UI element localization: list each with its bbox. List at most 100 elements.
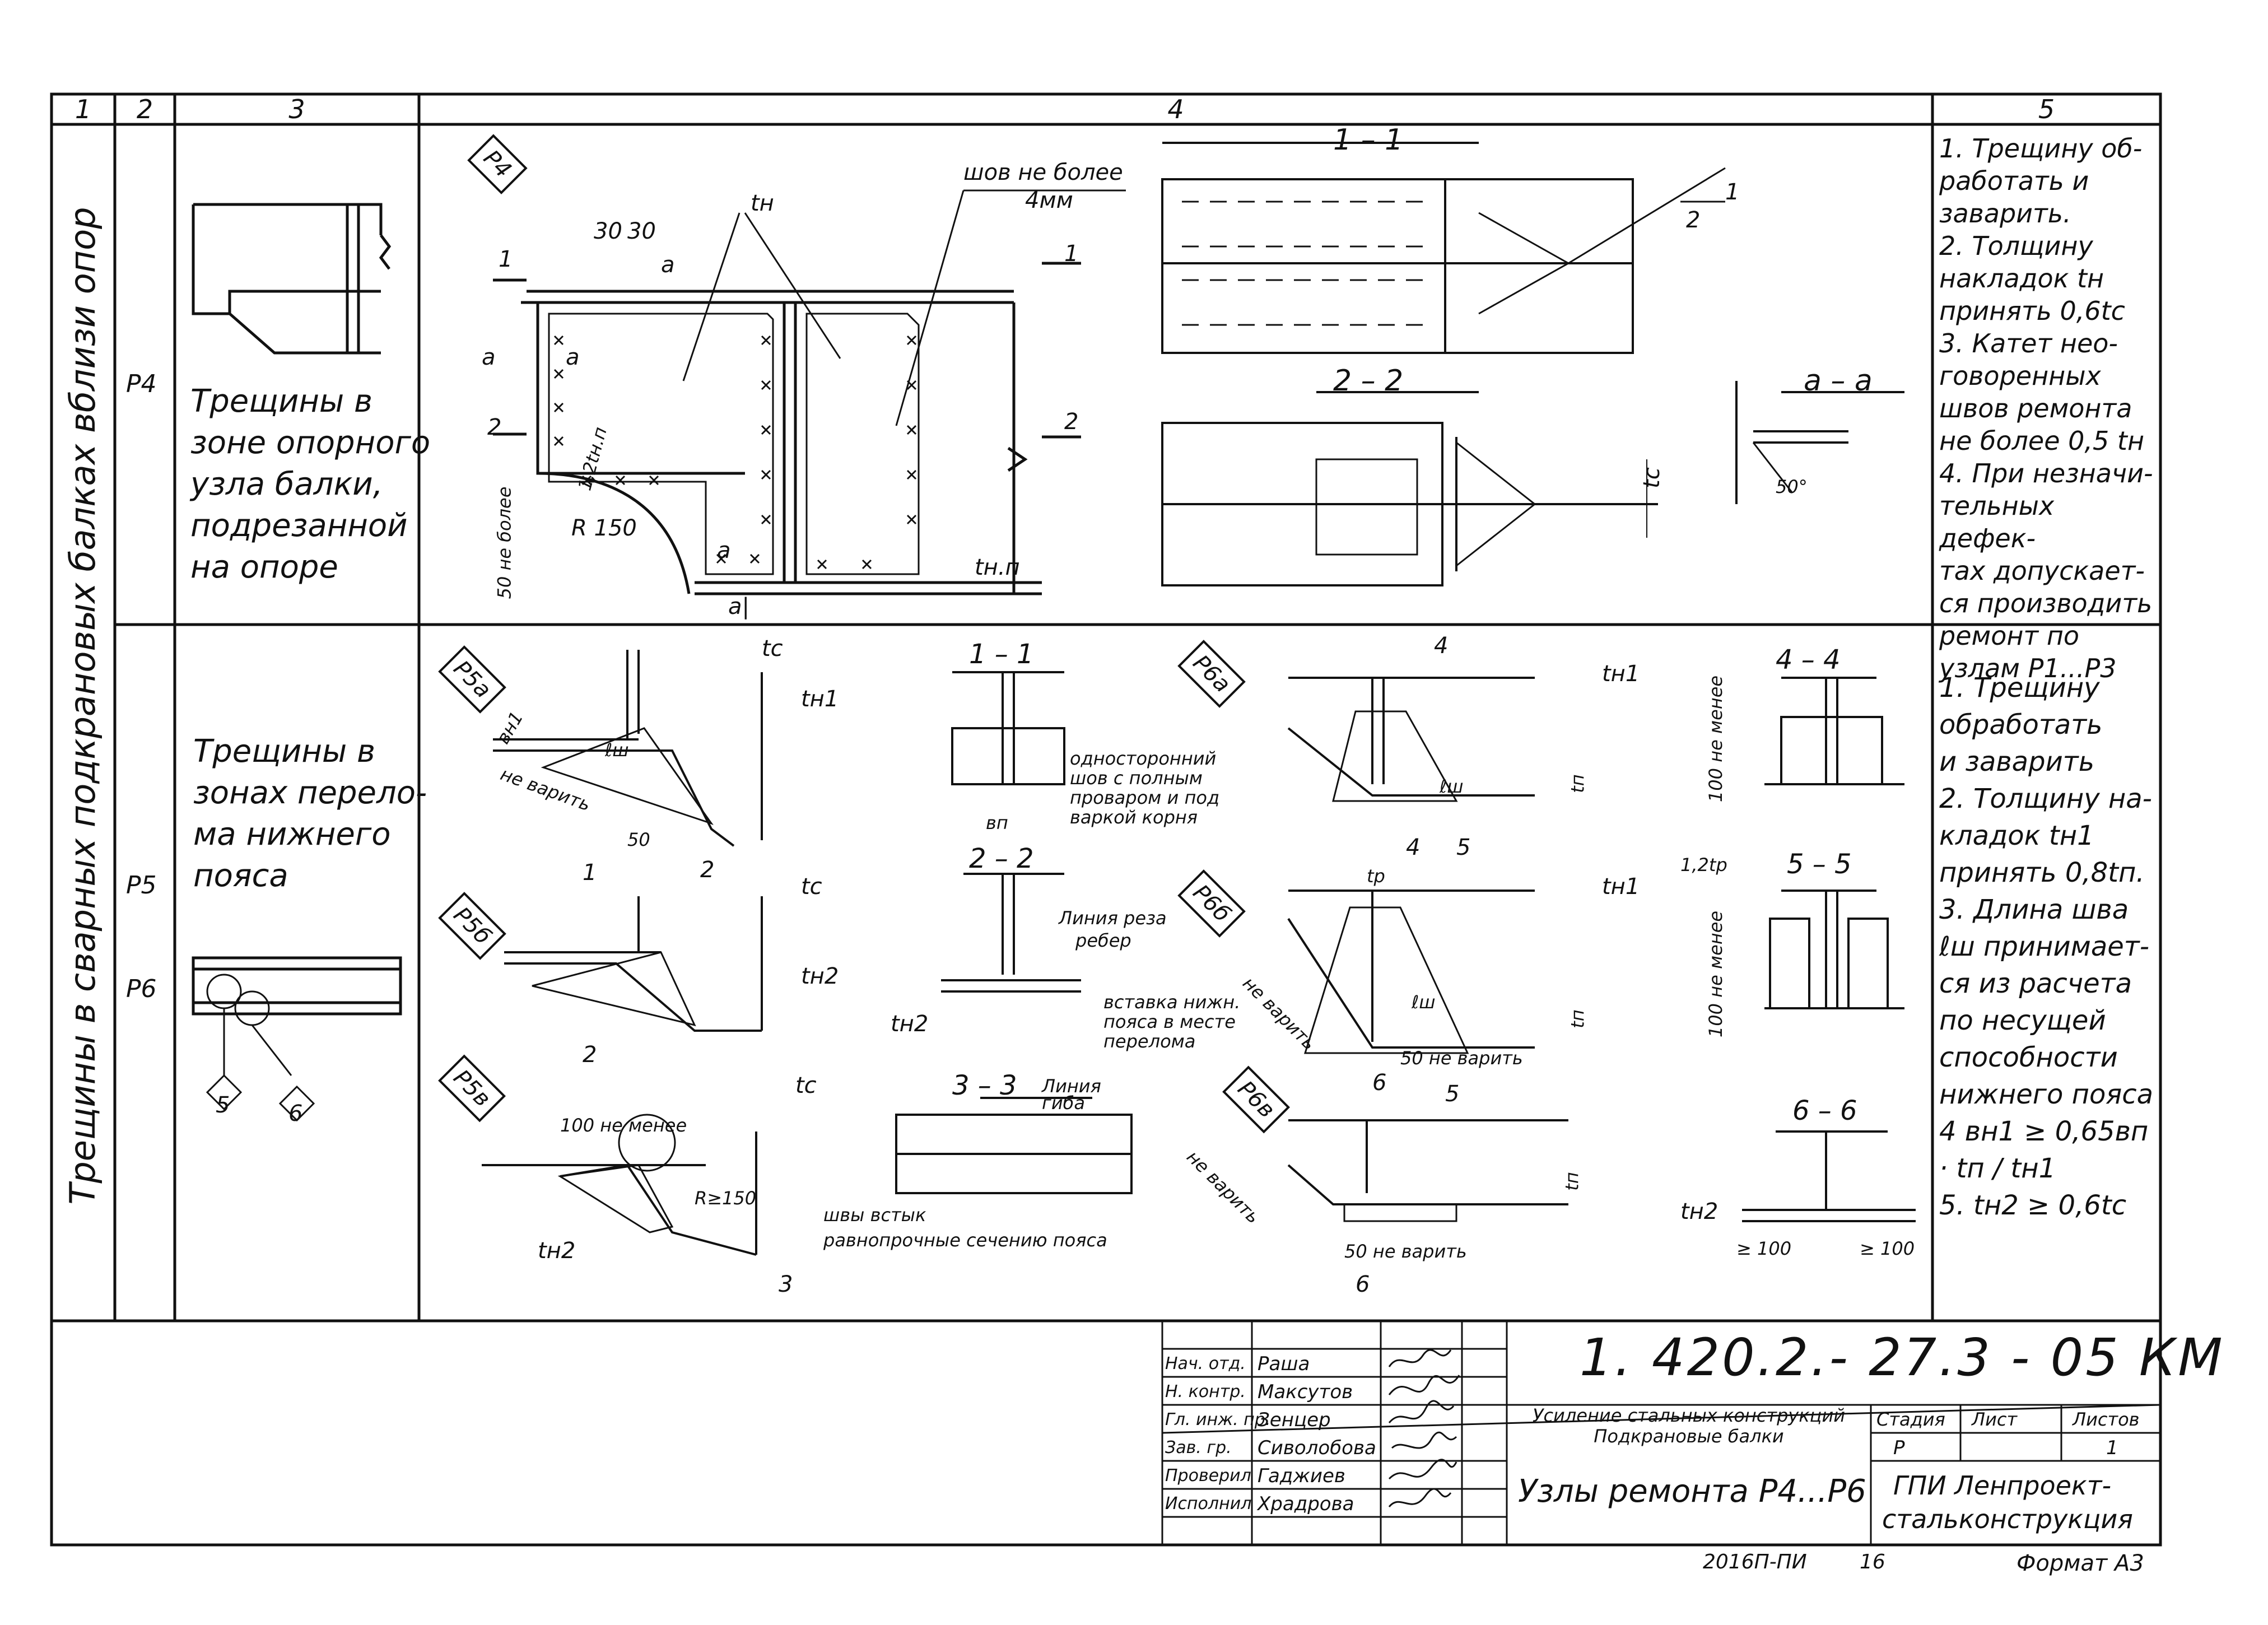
label-no-weld-50-6v: 50 не варить bbox=[1344, 1241, 1467, 1262]
label-tn1-6a: tн1 bbox=[1602, 661, 1640, 687]
section-2-2-title: 2 – 2 bbox=[1333, 364, 1404, 398]
label-seam-max: шов не более bbox=[963, 160, 1123, 185]
label-a-1: а bbox=[482, 344, 496, 370]
label-sec2-left: 2 bbox=[487, 415, 502, 440]
section-1-1-r2-title: 1 – 1 bbox=[969, 639, 1034, 670]
label-a-4: а bbox=[717, 538, 731, 564]
label-ge100-right: ≥ 100 bbox=[1860, 1238, 1915, 1259]
footer-page: 16 bbox=[1860, 1550, 1885, 1573]
subject-line-2: Подкрановые балки bbox=[1594, 1426, 1784, 1447]
label-proparom: проваром и под bbox=[1070, 787, 1220, 808]
label-r150: R 150 bbox=[571, 515, 637, 541]
label-bp: вп bbox=[986, 812, 1008, 834]
document-code: 1. 420.2.- 27.3 - 05 КМ bbox=[1580, 1328, 2225, 1387]
p4-sketch bbox=[192, 203, 392, 355]
label-tn2-66: tн2 bbox=[1680, 1199, 1719, 1224]
label-a-2: а bbox=[566, 344, 580, 370]
label-slope-1: 1 bbox=[1725, 179, 1740, 205]
label-tnp: tн.п bbox=[975, 555, 1020, 580]
label-tc-5v: tc bbox=[795, 1073, 817, 1098]
section-3-3-title: 3 – 3 bbox=[952, 1070, 1017, 1101]
label-tn2-22: tн2 bbox=[891, 1011, 929, 1037]
label-30b: 30 bbox=[627, 218, 656, 244]
label-tn2-5v: tн2 bbox=[538, 1238, 576, 1264]
label-50-5a: 50 bbox=[627, 829, 650, 850]
label-sec6-6v: 6 bbox=[1356, 1272, 1370, 1297]
section-1-1-title: 1 – 1 bbox=[1333, 123, 1404, 157]
label-slope-2: 2 bbox=[1686, 207, 1701, 233]
label-tn: tн bbox=[751, 190, 774, 216]
label-tp-6b: tp bbox=[1367, 865, 1385, 887]
row2-description: Трещины в зонах перело- ма нижнего пояса bbox=[193, 733, 427, 894]
section-5-5-title: 5 – 5 bbox=[1787, 849, 1852, 880]
sheet-label: Лист bbox=[1972, 1409, 2018, 1430]
label-sec6-6b: 6 bbox=[1372, 1070, 1387, 1096]
sheets-label: Листов bbox=[2073, 1409, 2140, 1430]
row2-code-2: Р6 bbox=[126, 975, 157, 1003]
subject-line-1: Усиление стальных конструкций bbox=[1532, 1405, 1846, 1426]
label-insert1: вставка нижн. bbox=[1103, 991, 1241, 1013]
label-12tp: 1,2tp bbox=[1680, 854, 1727, 876]
label-sec4-6a: 4 bbox=[1434, 633, 1449, 659]
label-tn2-5b: tн2 bbox=[801, 963, 839, 989]
sketch-callout-5: 5 bbox=[216, 1092, 230, 1118]
title-block-names: Раша Максутов Зенцер Сиволобова Гаджиев … bbox=[1258, 1353, 1376, 1515]
label-sec2-r2: 2 bbox=[700, 857, 715, 883]
label-root: варкой корня bbox=[1070, 807, 1198, 828]
vertical-category-label: Трещины в сварных подкрановых балках вбл… bbox=[62, 207, 103, 1205]
label-not-more-50: 50 не более bbox=[493, 486, 515, 599]
header-col-2: 2 bbox=[136, 94, 153, 124]
section-6-6-title: 6 – 6 bbox=[1792, 1095, 1857, 1126]
title-block-roles: Нач. отд. Н. контр. Гл. инж. пр. Зав. гр… bbox=[1165, 1354, 1271, 1514]
row1-description: Трещины в зоне опорного узла балки, подр… bbox=[190, 383, 431, 585]
label-ge100-left: ≥ 100 bbox=[1736, 1238, 1792, 1259]
label-full-pen: шов с полным bbox=[1070, 767, 1203, 789]
label-cut-line: Линия реза bbox=[1059, 907, 1167, 929]
label-tp-6bb: tп bbox=[1567, 1009, 1589, 1028]
label-seam-4mm: 4мм bbox=[1025, 188, 1073, 213]
label-sec3: 3 bbox=[779, 1272, 793, 1297]
header-col-1: 1 bbox=[74, 94, 92, 124]
organization-line-2: стальконструкция bbox=[1882, 1504, 2133, 1534]
section-a-a-title: а – а bbox=[1804, 364, 1873, 398]
label-sec5-6b: 5 bbox=[1445, 1081, 1460, 1107]
header-col-4: 4 bbox=[1167, 94, 1184, 124]
label-lsh-6b: ℓш bbox=[1412, 991, 1436, 1013]
label-sec5-6a: 5 bbox=[1456, 835, 1471, 860]
label-100-5v: 100 не менее bbox=[560, 1115, 687, 1136]
label-tn1-6b: tн1 bbox=[1602, 874, 1640, 900]
label-insert3: перелома bbox=[1103, 1031, 1196, 1052]
label-tc-5b: tc bbox=[801, 874, 822, 900]
label-30a: 30 bbox=[594, 218, 622, 244]
label-one-side: односторонний bbox=[1070, 748, 1217, 769]
label-insert2: пояса в месте bbox=[1103, 1011, 1236, 1032]
label-min100-44: 100 не менее bbox=[1705, 675, 1727, 803]
label-sec4b-6a: 4 bbox=[1406, 835, 1421, 860]
footer-format: Формат А3 bbox=[2016, 1550, 2144, 1576]
label-bend2: гиба bbox=[1042, 1092, 1085, 1114]
row2-code-1: Р5 bbox=[126, 871, 157, 900]
label-a-5: а| bbox=[728, 594, 749, 620]
stage-value: Р bbox=[1893, 1437, 1905, 1459]
section-4-4-title: 4 – 4 bbox=[1776, 644, 1841, 676]
label-no-weld-50-6b: 50 не варить bbox=[1400, 1047, 1523, 1069]
label-tc-5a: tc bbox=[762, 636, 783, 662]
label-sec1-r2: 1 bbox=[583, 860, 597, 886]
stage-label: Стадия bbox=[1876, 1409, 1945, 1430]
label-sec2-5b: 2 bbox=[583, 1042, 597, 1068]
sheet-title: Узлы ремонта Р4...Р6 bbox=[1518, 1473, 1866, 1510]
label-lsh-6a: ℓш bbox=[1440, 776, 1464, 797]
label-rib: ребер bbox=[1075, 930, 1131, 951]
organization-line-1: ГПИ Ленпроект- bbox=[1893, 1470, 2112, 1501]
footer-inventory: 2016П-ПИ bbox=[1703, 1550, 1807, 1573]
sheets-value: 1 bbox=[2106, 1437, 2118, 1459]
label-tp-6v: tп bbox=[1561, 1172, 1583, 1191]
label-sec1-left: 1 bbox=[499, 246, 513, 272]
header-col-5: 5 bbox=[2038, 94, 2055, 124]
sketch-callout-6: 6 bbox=[288, 1101, 303, 1126]
section-2-2-r2-title: 2 – 2 bbox=[969, 843, 1034, 874]
label-a-3: а bbox=[661, 252, 675, 278]
